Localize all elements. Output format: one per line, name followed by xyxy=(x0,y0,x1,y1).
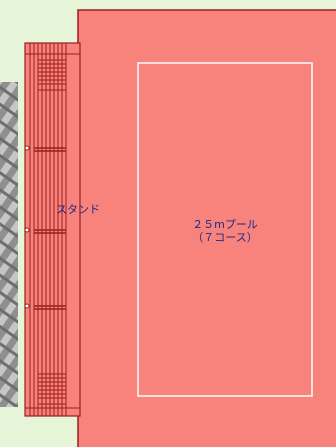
pool-label-line1: ２５mプール xyxy=(192,218,258,231)
pool-building xyxy=(77,9,336,447)
pool-outline xyxy=(137,62,313,397)
stand-label: スタンド xyxy=(56,203,100,216)
aerial-photo-strip xyxy=(0,82,18,407)
stand-posts xyxy=(24,145,30,309)
bottom-staircase xyxy=(37,373,67,405)
pool-label-line2: （７コース） xyxy=(192,231,257,244)
top-staircase xyxy=(37,59,67,91)
stand-area xyxy=(24,42,81,417)
stand-railings xyxy=(34,147,66,310)
